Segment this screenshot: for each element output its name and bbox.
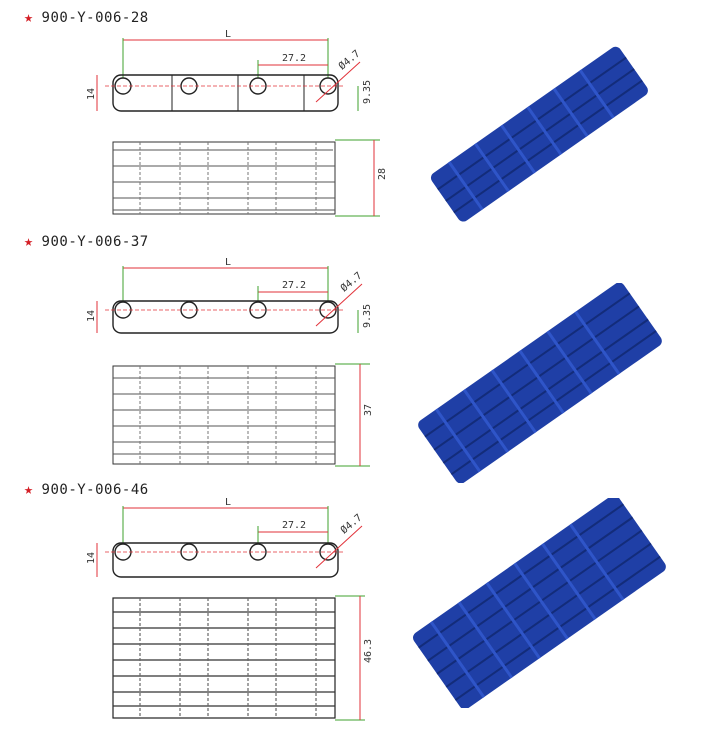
dim-length: L (225, 257, 231, 268)
model-label: 900-Y-006-28 (41, 10, 149, 26)
star-icon: ★ (24, 232, 34, 250)
dim-hole: Ø4.7 (338, 270, 364, 295)
model-label: 900-Y-006-46 (41, 482, 149, 498)
dim-hole: Ø4.7 (336, 48, 362, 73)
section-1: ★ 900-Y-006-28 L 27.2 Ø4.7 14 9.35 (0, 0, 710, 235)
dim-width: 28 (377, 168, 388, 180)
belt-render-image (418, 283, 662, 483)
dim-length: L (225, 497, 231, 508)
dim-center: 9.35 (362, 80, 373, 104)
top-view-drawing (112, 141, 336, 215)
dim-height: 14 (86, 310, 97, 322)
dim-width: 46.3 (363, 639, 374, 663)
star-icon: ★ (24, 480, 34, 498)
top-view-drawing (112, 597, 336, 719)
dim-width: 37 (363, 404, 374, 416)
dim-center: 9.35 (362, 304, 373, 328)
model-label: 900-Y-006-37 (41, 234, 149, 250)
belt-render-image (413, 498, 666, 708)
section-3: ★ 900-Y-006-46 L 27.2 Ø4.7 14 46.3 (0, 478, 710, 727)
section-title: ★ 900-Y-006-28 (24, 8, 149, 26)
side-view-drawing: L 27.2 Ø4.7 14 9.35 37 (86, 257, 374, 467)
side-view-drawing: L 27.2 Ø4.7 14 46.3 (86, 497, 374, 721)
dim-pitch: 27.2 (282, 520, 306, 531)
dim-height: 14 (86, 88, 97, 100)
dim-height: 14 (86, 552, 97, 564)
star-icon: ★ (24, 8, 34, 26)
dim-pitch: 27.2 (282, 53, 306, 64)
belt-render-image (430, 46, 648, 222)
top-view-drawing (112, 365, 336, 465)
dim-length: L (225, 29, 231, 40)
dim-hole: Ø4.7 (338, 512, 364, 537)
section-2: ★ 900-Y-006-37 L 27.2 Ø4.7 14 9.35 37 (0, 228, 710, 483)
side-view-drawing: L 27.2 Ø4.7 14 9.35 28 (86, 29, 388, 217)
section-title: ★ 900-Y-006-46 (24, 480, 149, 498)
dim-pitch: 27.2 (282, 280, 306, 291)
section-title: ★ 900-Y-006-37 (24, 232, 149, 250)
